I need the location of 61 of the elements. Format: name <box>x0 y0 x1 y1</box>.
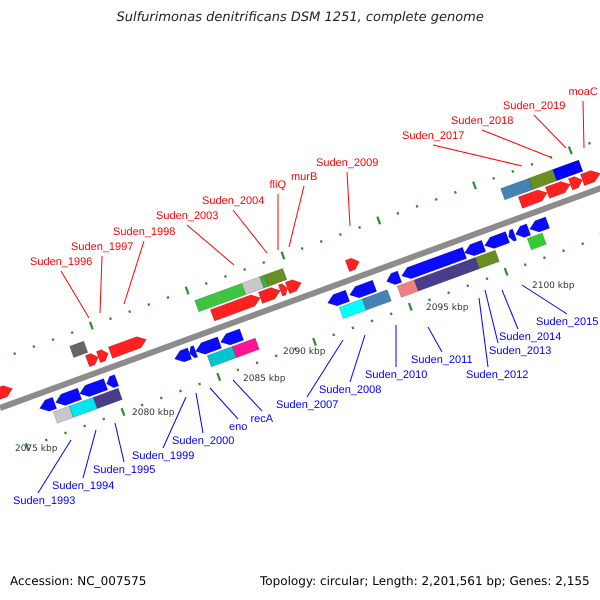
leader-line <box>162 396 186 448</box>
leader-line <box>232 380 262 412</box>
leader-line <box>582 100 584 148</box>
gene-label: Suden_2018 <box>451 115 514 128</box>
gene-label: Suden_2009 <box>316 157 378 170</box>
scale-label: 2095 kbp <box>426 302 468 315</box>
gene-label: Suden_2003 <box>156 210 218 223</box>
leader-line <box>38 440 72 494</box>
gene-label: Suden_1993 <box>13 495 76 508</box>
leader-line <box>482 130 550 158</box>
gene-label: Suden_2000 <box>172 435 234 448</box>
gene-label: Suden_2004 <box>202 195 264 208</box>
leader-line <box>502 290 518 330</box>
leader-line <box>346 172 350 226</box>
gene-label: Suden_1998 <box>113 226 176 239</box>
leader-line <box>350 334 366 382</box>
gene-label: moaC <box>568 86 598 99</box>
leader-line <box>428 326 442 352</box>
gene-label: Suden_2019 <box>503 100 566 113</box>
gene-label: Suden_2015 <box>536 316 598 329</box>
gene-label: Suden_2010 <box>365 369 428 382</box>
gene-label: Suden_1999 <box>132 450 194 463</box>
gene-label: Suden_2011 <box>411 354 473 367</box>
accession-note: Accession: NC_007575 <box>10 575 146 588</box>
gene-label: eno <box>229 421 248 434</box>
gene-label: Suden_2014 <box>499 331 562 344</box>
gene-label: Suden_1996 <box>30 256 92 269</box>
gene-label: recA <box>250 413 274 426</box>
gene-label: Suden_1997 <box>71 241 134 254</box>
gene-label: Suden_2012 <box>466 369 528 382</box>
leader-line <box>288 186 304 248</box>
gene-label: Suden_2008 <box>319 384 382 397</box>
leader-line <box>196 392 204 434</box>
gene-label: Suden_2007 <box>276 399 338 412</box>
scale-label: 2100 kbp <box>532 280 574 293</box>
leader-line <box>114 422 124 462</box>
leader-line <box>82 430 96 478</box>
scale-label: 2080 kbp <box>132 407 174 420</box>
scale-label: 2085 kbp <box>243 373 286 386</box>
gene-label: murB <box>291 171 318 184</box>
gene-label: Suden_1995 <box>93 464 156 477</box>
scale-label: 2075 kbp <box>15 443 58 456</box>
leader-line <box>210 388 238 420</box>
gene-label: Suden_2017 <box>402 130 464 143</box>
leader-line <box>124 240 144 304</box>
leader-line <box>232 210 268 254</box>
gene-label: fliQ <box>270 179 286 192</box>
leader-line <box>484 290 498 344</box>
leader-line <box>522 284 568 314</box>
leader-line <box>60 270 90 318</box>
leader-line <box>100 256 102 314</box>
leader-line <box>478 298 488 368</box>
gene-label: Suden_2013 <box>489 345 552 358</box>
leader-line <box>306 340 344 398</box>
leader-line <box>432 144 522 166</box>
title: Sulfurimonas denitrificans DSM 1251, complete genome <box>116 11 484 24</box>
leader-line <box>534 114 566 148</box>
leader-line <box>186 224 234 266</box>
scale-label: 2090 kbp <box>283 346 326 359</box>
genome-summary: Topology: circular; Length: 2,201,561 bp; Genes: 2,155 <box>260 575 590 588</box>
gene-label: Suden_1994 <box>52 480 114 493</box>
